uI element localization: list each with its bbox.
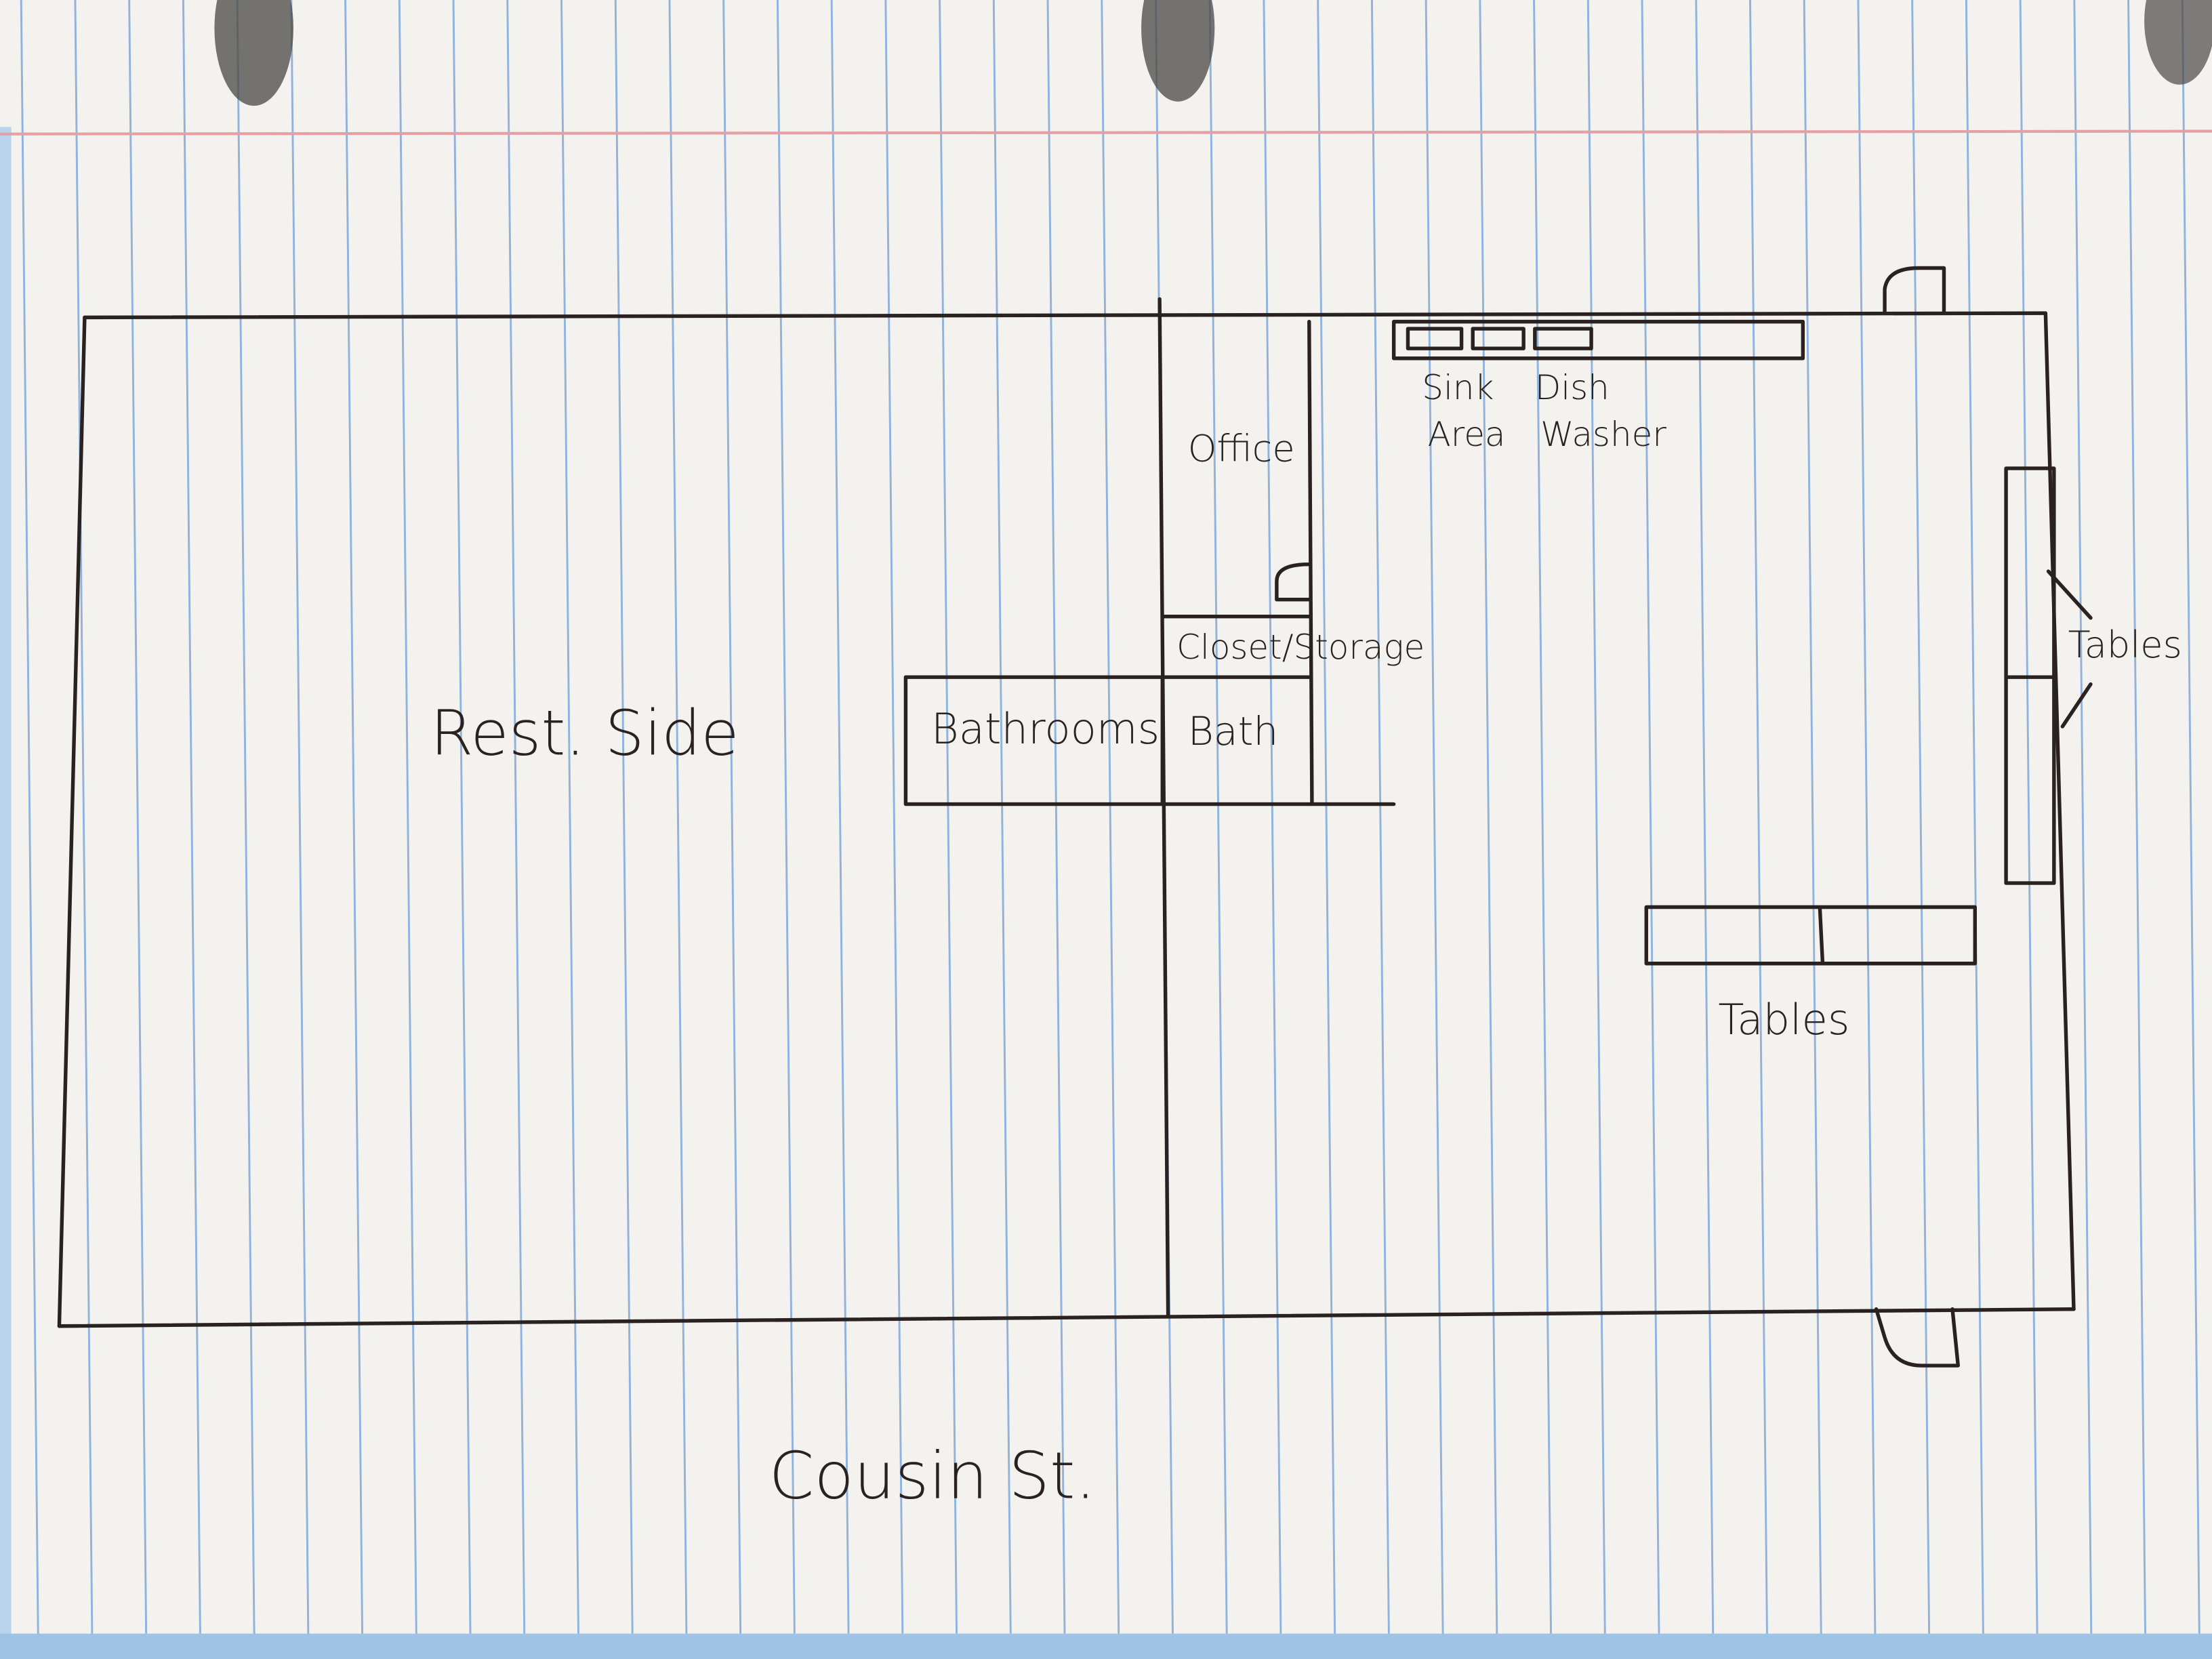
label-rest-side: Rest. Side [430, 697, 739, 770]
labels: Rest. Side Bathrooms Bath Office Closet/… [430, 368, 2182, 1514]
ruled-line [2073, 0, 2093, 1634]
office-wall [1307, 319, 1314, 806]
counter [1391, 319, 1805, 361]
ruled-line [1695, 0, 1715, 1634]
ruled-line [1533, 0, 1553, 1634]
ruled-line [1586, 0, 1606, 1634]
sink-basin-1 [1406, 327, 1464, 350]
tables-bottom [1644, 905, 1977, 966]
label-tables-right: Tables [2068, 623, 2182, 666]
binder-rings [214, 0, 2212, 106]
label-bath: Bath [1188, 708, 1279, 754]
ruled-line [1641, 0, 1660, 1634]
ruled-line [182, 0, 201, 1634]
outer-wall-bottom [57, 1307, 2076, 1328]
ruled-line [236, 0, 255, 1634]
ruled-line [776, 0, 796, 1634]
binder-ring-left [214, 0, 293, 106]
ruled-line [614, 0, 634, 1634]
binder-ring-middle [1141, 0, 1215, 102]
ruled-line [290, 0, 310, 1634]
doors [1275, 266, 1961, 1368]
sink-counter [1391, 319, 1805, 361]
ruled-line [1425, 0, 1444, 1634]
ruled-line [128, 0, 148, 1634]
margin-line [0, 129, 2212, 136]
ruled-line [992, 0, 1012, 1634]
ruled-line [1317, 0, 1336, 1634]
outer-wall-right [2043, 311, 2076, 1311]
ruled-line [506, 0, 526, 1634]
ruled-line [2181, 0, 2200, 1634]
ruled-line [939, 0, 958, 1634]
ruled-line [722, 0, 742, 1634]
ruled-line [1965, 0, 1984, 1634]
ruled-line [1479, 0, 1498, 1634]
bottom-blue-strip [0, 1633, 2212, 1659]
tables-pointer-lower [2060, 682, 2093, 729]
left-blue-edge [0, 127, 12, 1659]
tables-bottom-divider [1818, 905, 1825, 966]
label-bathrooms: Bathrooms [931, 704, 1160, 754]
office-door-icon [1275, 562, 1311, 602]
ruled-line [1046, 0, 1066, 1634]
ruled-line [20, 0, 39, 1634]
center-divider-wall [1158, 297, 1170, 1317]
ruled-line [1263, 0, 1282, 1634]
ruled-line [884, 0, 904, 1634]
ruled-line [1370, 0, 1390, 1634]
bathrooms-box [903, 675, 1164, 806]
label-sink: Sink [1422, 368, 1494, 407]
label-area: Area [1428, 415, 1506, 454]
ruled-line [398, 0, 417, 1634]
outer-wall-top [83, 311, 2048, 320]
label-tables-bottom: Tables [1718, 995, 1849, 1044]
ruled-line [344, 0, 364, 1634]
sink-basin-2 [1471, 327, 1525, 350]
ruled-line [1857, 0, 1877, 1634]
binder-ring-right [2144, 0, 2212, 85]
ruled-line [74, 0, 94, 1634]
ruled-line [1101, 0, 1120, 1634]
label-washer: Washer [1540, 415, 1666, 454]
ruled-line [1208, 0, 1228, 1634]
label-dish: Dish [1535, 368, 1610, 407]
ruled-line [1911, 0, 1931, 1634]
label-street: Cousin St. [769, 1438, 1096, 1514]
ruled-line [2127, 0, 2146, 1634]
sink-basin-3 [1533, 327, 1593, 350]
tables-pointer-upper [2046, 569, 2093, 620]
label-closet-storage: Closet/Storage [1176, 628, 1425, 667]
ruled-line [1803, 0, 1822, 1634]
ruled-line [2019, 0, 2039, 1634]
ruled-line [560, 0, 579, 1634]
ruled-line [452, 0, 472, 1634]
outer-wall-left [57, 315, 87, 1328]
ruled-lines [20, 0, 2200, 1634]
top-door-icon [1883, 266, 1946, 315]
label-office: Office [1188, 428, 1295, 470]
ruled-line [668, 0, 688, 1634]
ruled-line [1749, 0, 1768, 1634]
walls [57, 297, 2076, 1328]
tables [1644, 466, 2093, 966]
bottom-door-icon [1874, 1307, 1961, 1368]
ruled-line [830, 0, 850, 1634]
